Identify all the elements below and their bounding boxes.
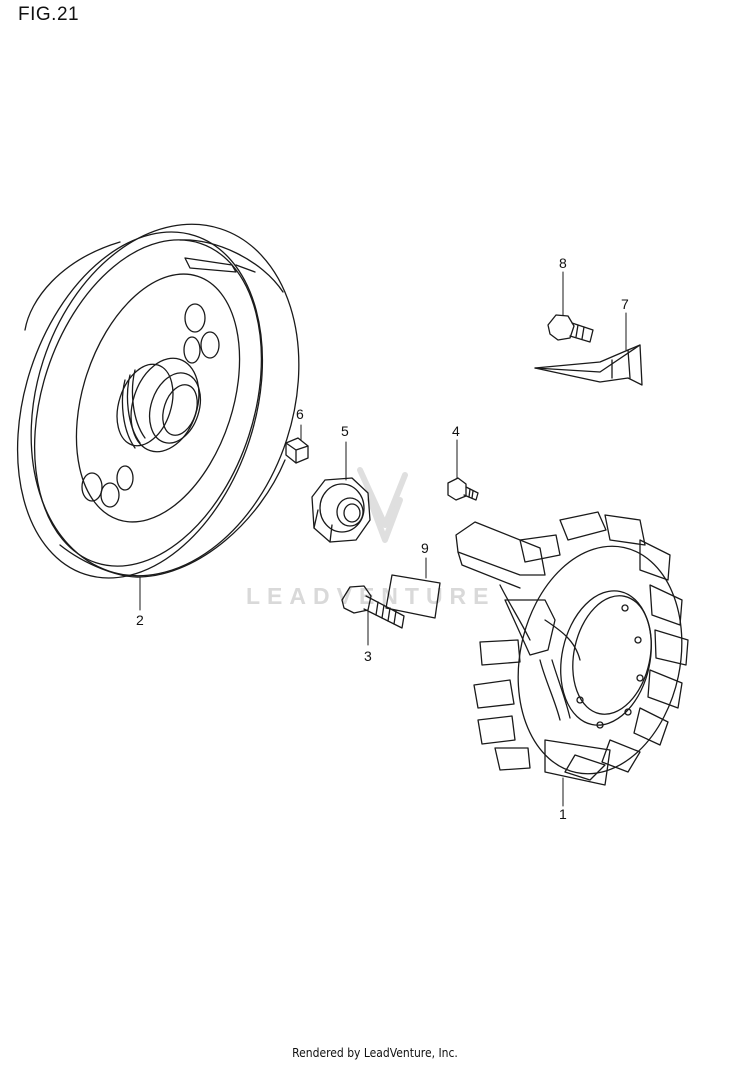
bolt-part [341, 585, 405, 629]
key-part [285, 437, 309, 464]
small-screw-part [447, 477, 479, 501]
leader-lines [139, 271, 627, 807]
callout-6: 6 [296, 406, 304, 422]
callout-9: 9 [421, 540, 429, 556]
footer-credit: Rendered by LeadVenture, Inc. [292, 1046, 458, 1060]
callout-7: 7 [621, 296, 629, 312]
callout-2: 2 [136, 612, 144, 628]
pad-part [385, 574, 441, 619]
callout-3: 3 [364, 648, 372, 664]
clamp-bolt-part [547, 314, 594, 343]
watermark-logo [357, 467, 408, 543]
callout-4: 4 [452, 423, 460, 439]
flywheel-rotor [16, 223, 300, 579]
nut-part [311, 477, 371, 543]
callout-8: 8 [559, 255, 567, 271]
callout-5: 5 [341, 423, 349, 439]
stator-assembly [455, 511, 689, 786]
stator-coils [473, 511, 689, 781]
figure-title: FIG.21 [18, 4, 80, 25]
callout-1: 1 [559, 806, 567, 822]
clamp-part [534, 344, 643, 386]
